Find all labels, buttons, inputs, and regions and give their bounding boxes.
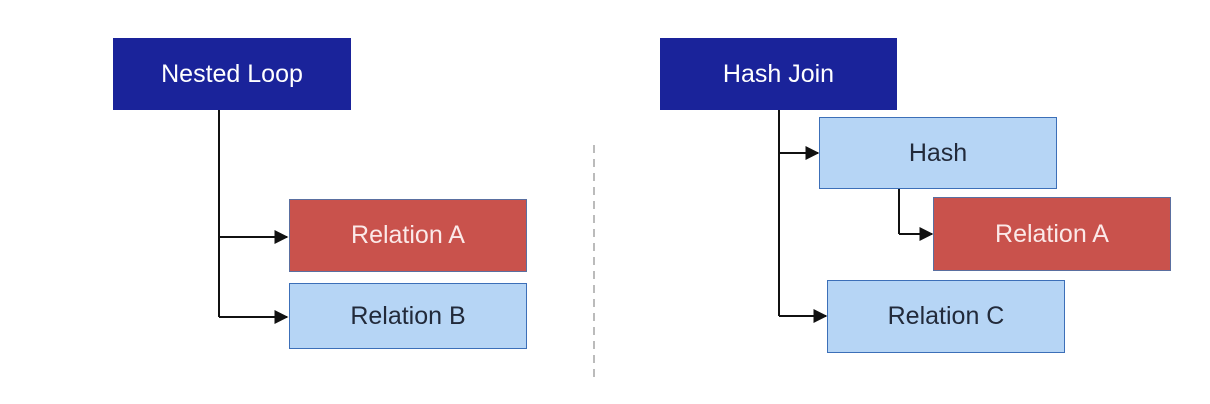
nested-loop-node: Nested Loop — [113, 38, 351, 110]
hash-node: Hash — [819, 117, 1057, 189]
hash-join-label: Hash Join — [722, 59, 835, 88]
relation-a-node-right: Relation A — [933, 197, 1171, 271]
relation-b-label: Relation B — [350, 301, 466, 330]
hash-join-node: Hash Join — [660, 38, 897, 110]
hash-label: Hash — [908, 138, 968, 167]
nested-loop-label: Nested Loop — [161, 59, 303, 88]
relation-c-node: Relation C — [827, 280, 1065, 353]
relation-a-label-left: Relation A — [351, 221, 465, 249]
relation-a-node-left: Relation A — [289, 199, 527, 272]
relation-b-node: Relation B — [289, 283, 527, 349]
relation-a-label-right: Relation A — [995, 219, 1109, 248]
relation-c-label: Relation C — [887, 302, 1005, 330]
